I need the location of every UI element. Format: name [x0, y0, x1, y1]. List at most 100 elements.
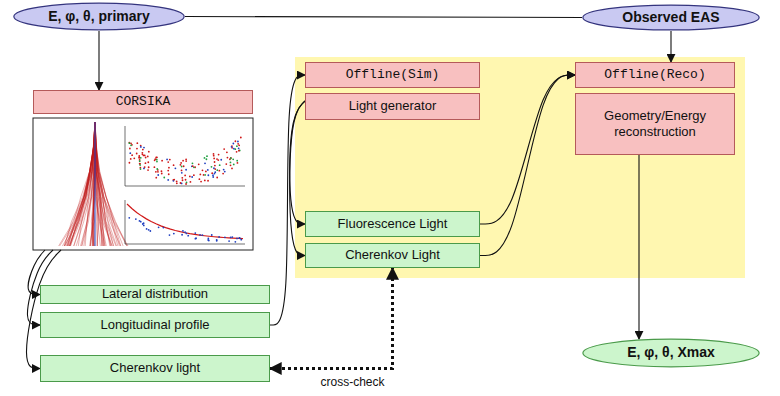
box-label: Cherenkov light [110, 360, 200, 376]
data-point [128, 217, 130, 219]
data-point [153, 166, 155, 168]
particle-track [95, 122, 121, 246]
data-point [156, 161, 158, 163]
data-point [234, 241, 236, 243]
data-point [174, 167, 176, 169]
data-point [213, 158, 215, 160]
data-point [157, 174, 159, 176]
data-point [182, 179, 184, 181]
data-point [148, 151, 150, 153]
data-point [136, 153, 138, 155]
data-point [155, 177, 157, 179]
data-point [191, 176, 193, 178]
output-box: Fluorescence Light [305, 211, 480, 237]
data-point [146, 228, 148, 230]
particle-track [95, 122, 119, 246]
data-point [128, 142, 130, 144]
shower-illustration [33, 118, 253, 250]
data-point [214, 161, 216, 163]
particle-track [95, 122, 121, 246]
data-point [162, 227, 164, 229]
data-point [161, 173, 163, 175]
data-point [202, 169, 204, 171]
data-point [224, 171, 226, 173]
flow-arrow [185, 17, 582, 18]
data-point [198, 178, 200, 180]
box-label: E, φ, θ, primary [48, 8, 150, 26]
data-point [140, 168, 142, 170]
data-point [181, 234, 183, 236]
data-point [195, 237, 197, 239]
box-label: Cherenkov Light [345, 247, 440, 263]
data-point [206, 155, 208, 157]
cross-check-arrow [270, 268, 393, 369]
data-point [224, 236, 226, 238]
data-point [184, 231, 186, 233]
flow-arrow [98, 31, 99, 90]
particle-track [91, 122, 96, 246]
data-point [129, 162, 131, 164]
data-point [212, 176, 214, 178]
box-label: Longitudinal profile [100, 317, 209, 333]
box-label: Light generator [349, 98, 436, 114]
data-point [140, 146, 142, 148]
data-point [214, 168, 216, 170]
data-point [136, 148, 138, 150]
data-point [189, 176, 191, 178]
particle-track [62, 122, 95, 246]
particle-track [60, 122, 95, 246]
data-point [131, 154, 133, 156]
data-point [131, 144, 133, 146]
data-point [167, 161, 169, 163]
data-point [216, 239, 218, 241]
data-point [147, 169, 149, 171]
data-point [204, 180, 206, 182]
flow-arrow [26, 250, 61, 369]
box-label: Offline(Sim) [346, 67, 440, 83]
data-point [204, 162, 206, 164]
flow-arrow [480, 75, 575, 224]
ellipse-shape [583, 339, 759, 367]
data-point [168, 167, 170, 169]
particle-track [64, 122, 95, 246]
data-point [155, 171, 157, 173]
data-point [227, 157, 229, 159]
data-point [203, 174, 205, 176]
data-point [185, 179, 187, 181]
data-point [176, 182, 178, 184]
data-point [144, 166, 146, 168]
data-point [144, 154, 146, 156]
data-point [232, 158, 234, 160]
data-point [213, 153, 215, 155]
particle-track [95, 122, 118, 246]
box-label: E, φ, θ, Xmax [627, 344, 715, 362]
box-label: Lateral distribution [102, 286, 208, 302]
particle-track [95, 122, 123, 246]
data-point [193, 174, 195, 176]
data-point [231, 145, 233, 147]
particle-track [95, 122, 112, 246]
program-box: Offline(Sim) [305, 62, 480, 88]
data-point [185, 160, 187, 162]
scatter-plot [125, 126, 245, 186]
particle-track [95, 122, 113, 246]
data-point [167, 170, 169, 172]
data-point [192, 162, 194, 164]
data-point [133, 157, 135, 159]
data-point [140, 221, 142, 223]
particle-track [95, 122, 112, 246]
data-point [166, 159, 168, 161]
data-point [169, 159, 171, 161]
particle-track [66, 122, 95, 246]
data-point [231, 147, 233, 149]
data-point [219, 164, 221, 166]
data-point [218, 170, 220, 172]
data-point [240, 137, 242, 139]
data-point [228, 240, 230, 242]
box-label: Observed EAS [622, 9, 719, 27]
output-box: Lateral distribution [40, 285, 270, 304]
data-point [238, 144, 240, 146]
data-point [216, 169, 218, 171]
data-point [218, 236, 220, 238]
data-point [211, 172, 213, 174]
